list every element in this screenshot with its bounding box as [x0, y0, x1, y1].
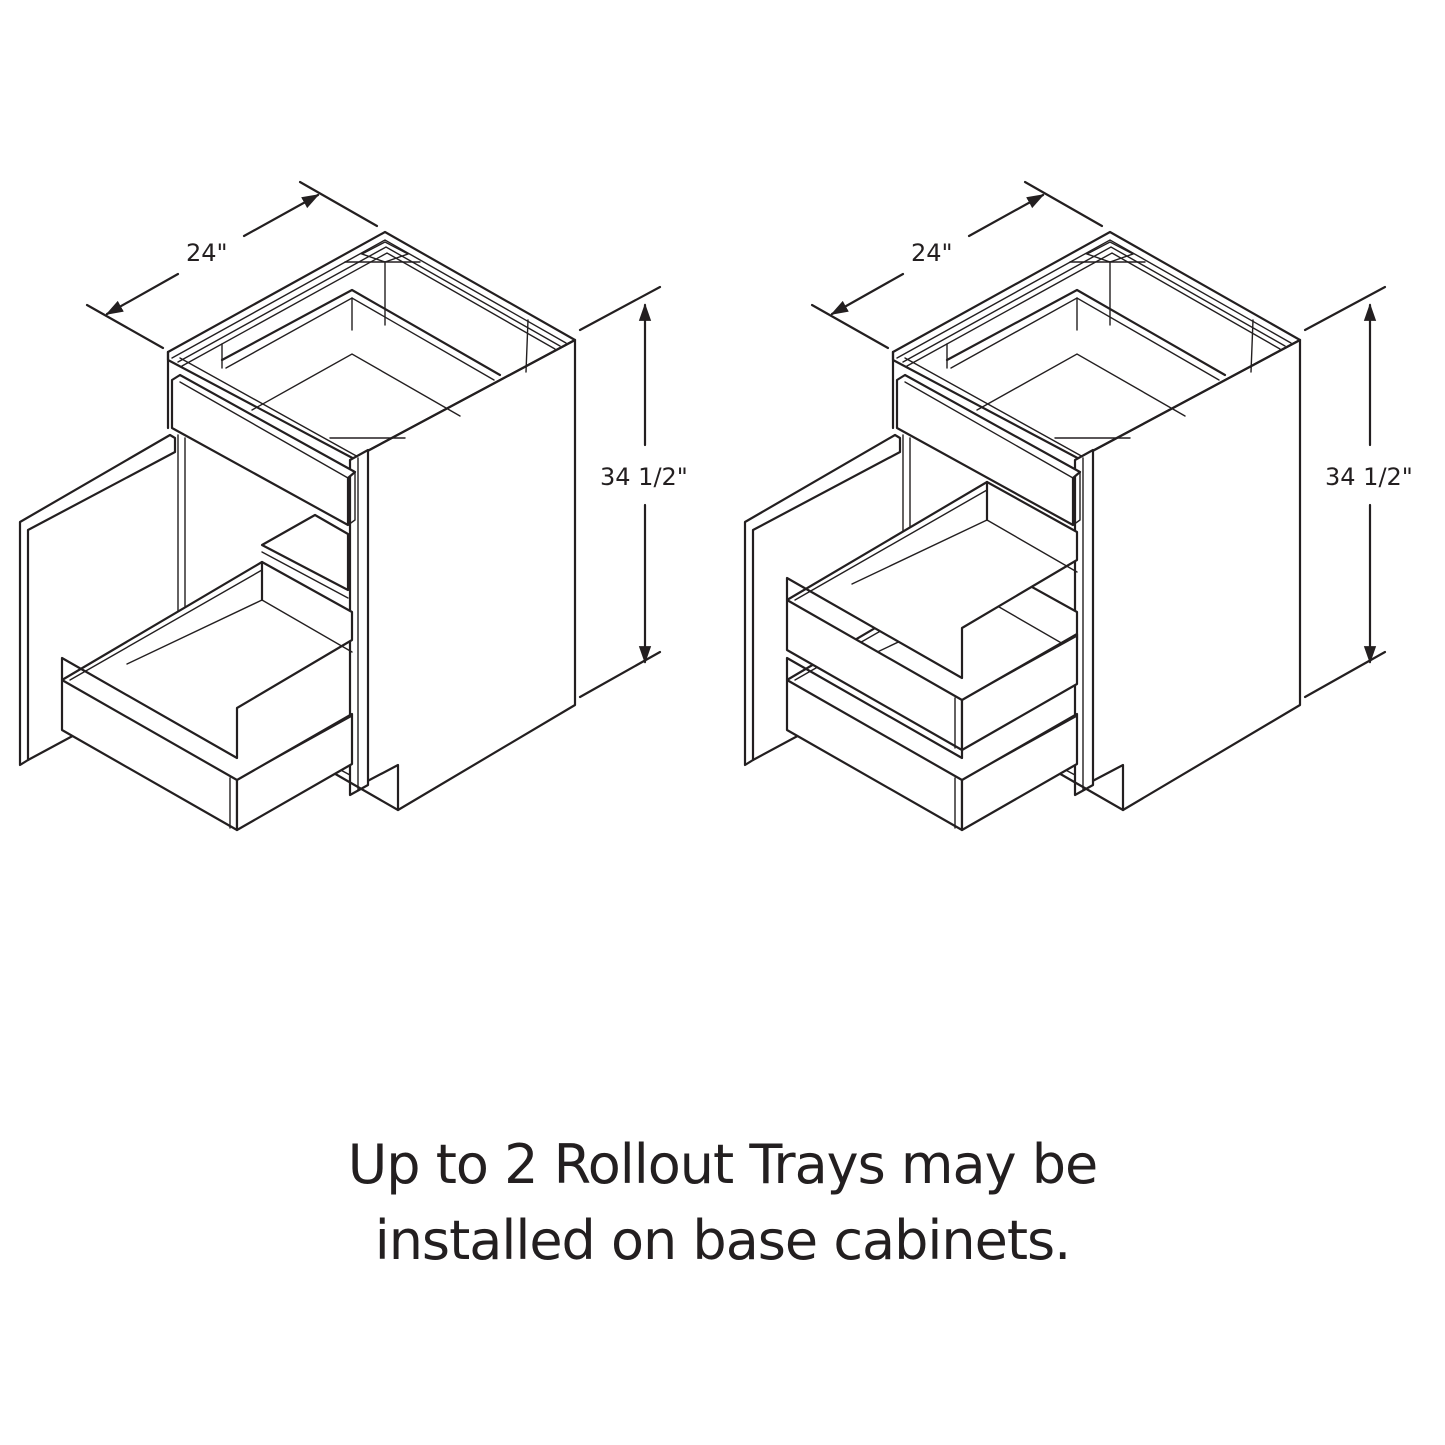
caption-line-1: Up to 2 Rollout Trays may be: [347, 1133, 1099, 1196]
rollout-tray: [60, 560, 354, 832]
caption-line-2: installed on base cabinets.: [374, 1209, 1072, 1272]
cabinet-single-tray: 24" 34 1/2": [20, 182, 688, 832]
cabinet-double-tray: 24" 34 1/2": [745, 182, 1413, 832]
height-dimension-label: 34 1/2": [1325, 463, 1413, 491]
width-dimension-label: 24": [911, 239, 953, 267]
width-dimension-label: 24": [186, 239, 228, 267]
height-dimension-label: 34 1/2": [600, 463, 688, 491]
shelf: [260, 513, 350, 592]
